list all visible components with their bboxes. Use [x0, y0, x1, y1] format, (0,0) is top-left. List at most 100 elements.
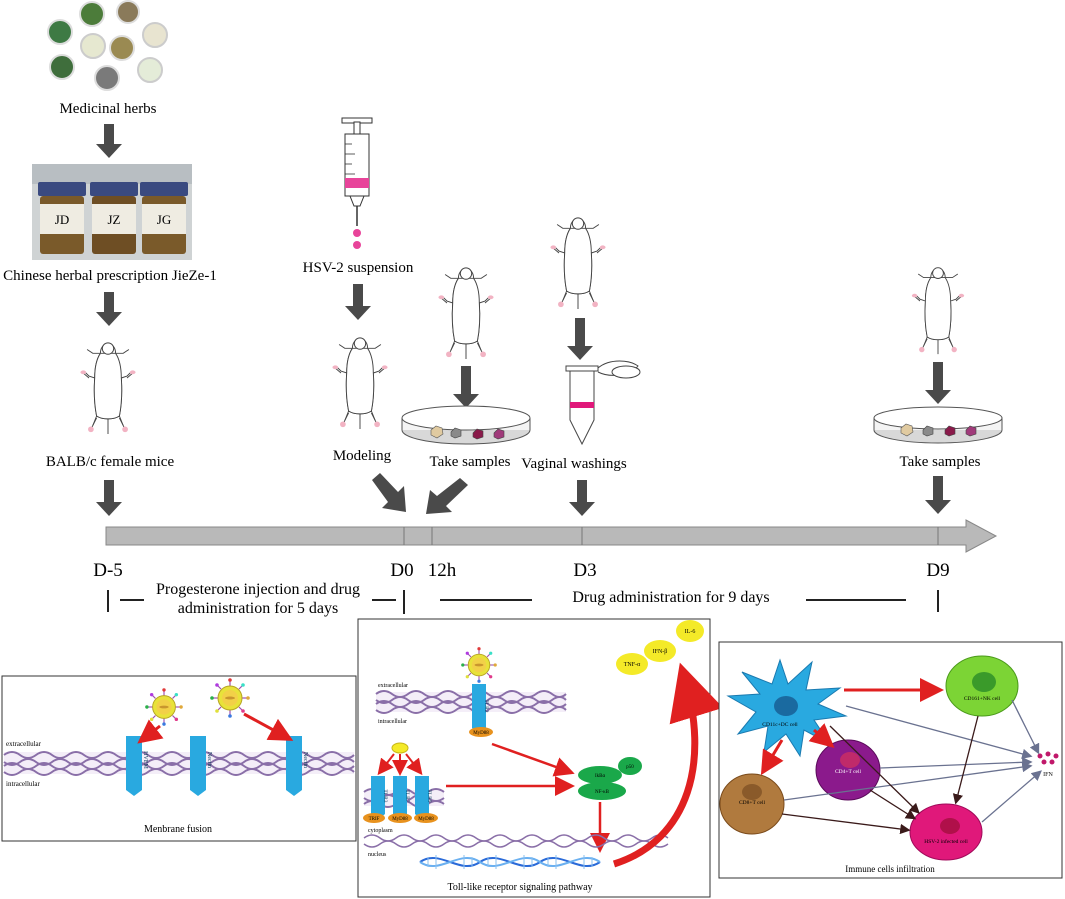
down-arrow-icon [96, 480, 122, 516]
intracellular-label: intracellular [6, 780, 40, 788]
dark-arrow [829, 725, 920, 814]
syringe-icon [341, 117, 373, 249]
grey-arrow [845, 705, 1033, 759]
diagonal-arrow-icon [372, 473, 406, 512]
adaptor-myd88 [469, 727, 493, 737]
receptor-tlr9: TLR9 [415, 776, 432, 820]
receptor-label: TLR2 [483, 699, 489, 712]
jar-icon: JZ [90, 182, 138, 254]
nuclear-membrane [363, 834, 669, 848]
virus-icon [210, 678, 250, 718]
adaptor-label: MyD88 [418, 817, 434, 822]
diagonal-arrow-icon [426, 478, 468, 514]
receptor-tlr2: TLR2 [472, 684, 489, 734]
tick-d9: D9 [926, 560, 949, 581]
red-arrow [405, 753, 423, 776]
adaptor-label: MyD88 [392, 817, 408, 822]
hsv-label: HSV-2 suspension [303, 260, 414, 276]
take-samples-12h-label: Take samples [429, 454, 510, 470]
nfkb-complex: IkBα p50 NF-κB [578, 757, 642, 800]
extracellular-label: extracellular [6, 740, 42, 748]
cd4-nucleus [840, 752, 860, 768]
petri-dish-icon [873, 406, 1003, 444]
nfkb-label: IkBα [595, 774, 606, 779]
membrane-caption: Menbrane fusion [144, 824, 212, 835]
herb-bowl-icon [94, 65, 120, 91]
immune-caption: Immune cells infiltration [845, 864, 935, 874]
modeling-label: Modeling [333, 448, 392, 464]
ifn-dots [1037, 751, 1059, 765]
down-arrow-icon [345, 284, 371, 320]
dna-icon [419, 855, 601, 869]
take-samples-d9-label: Take samples [899, 454, 980, 470]
jar-label: JZ [108, 212, 121, 227]
red-arrow [808, 723, 835, 748]
cell-label-infected: HSV-2 infected cell [924, 838, 968, 845]
mouse-icon [549, 217, 607, 310]
cell-label-nk: CD161+NK cell [964, 696, 1001, 702]
herb-bowl-icon [142, 22, 168, 48]
herb-bowl-icon [109, 35, 135, 61]
adaptor-myd88 [388, 813, 412, 823]
cd8-nucleus [742, 784, 762, 800]
vaginal-label: Vaginal washings [521, 456, 627, 472]
down-arrow-icon [96, 292, 122, 326]
herb-bowl-icon [47, 19, 73, 45]
down-arrow-icon [925, 476, 951, 514]
ligand-icon [391, 742, 409, 754]
extracellular-label: extracellular [378, 683, 408, 689]
dark-arrow [869, 789, 917, 820]
timeline-bar [105, 519, 998, 553]
cell-label-dc: CD11c+DC cell [762, 722, 798, 728]
cytokine-label: IFN-β [653, 649, 668, 655]
herb-bowls [47, 0, 168, 91]
nucleus-label: nucleus [368, 852, 387, 858]
membrane-panel: extracellular intracellular HVEM Nectin … [1, 675, 357, 842]
jar-icon: JG [140, 182, 188, 254]
cytokine-label: IL-6 [685, 629, 696, 635]
receptor-label: TLR7 [404, 789, 410, 802]
jar-photo: JD JZ JG [32, 164, 192, 260]
tick-d-5: D-5 [93, 560, 123, 581]
tlr-panel: extracellular intracellular TLR2 MyD88 T… [357, 618, 724, 898]
mouse-icon [331, 337, 389, 430]
herbs-label: Medicinal herbs [59, 101, 156, 117]
tube-icon [565, 360, 641, 446]
red-arrow [760, 739, 784, 776]
red-arrow [137, 719, 164, 744]
phase1-line2: administration for 5 days [178, 600, 338, 617]
down-arrow-icon [569, 480, 595, 516]
herb-bowl-icon [79, 1, 105, 27]
big-red-arrow [612, 662, 724, 868]
dc-nucleus [774, 696, 798, 716]
virus-icon [145, 688, 183, 726]
grey-arrow [879, 757, 1033, 769]
receptor-tlr7: TLR7 [393, 776, 410, 820]
herb-bowl-icon [137, 57, 163, 83]
tick-d0: D0 [390, 560, 413, 581]
cell-label-cd8: CD8+T cell [739, 800, 766, 806]
infected-nucleus [940, 818, 960, 834]
cytoplasm-label: cytoplasm [368, 828, 393, 834]
nfkb-label: NF-κB [595, 790, 610, 795]
down-arrow-icon [453, 366, 479, 408]
cell-label-cd4: CD4+T cell [835, 769, 862, 775]
cell-membrane [375, 690, 567, 714]
red-arrow [377, 753, 395, 776]
tick-d3: D3 [573, 560, 596, 581]
red-arrow [243, 712, 294, 741]
adaptor-label: TRIF [369, 817, 380, 822]
ifn-label: IFN [1043, 772, 1053, 778]
receptor-hvem: HVEM [126, 736, 148, 796]
mice-label: BALB/c female mice [46, 454, 175, 470]
virus-icon [461, 647, 497, 683]
intracellular-label: intracellular [378, 719, 407, 725]
jar-label: JD [55, 212, 69, 227]
adaptor-myd88 [414, 813, 438, 823]
nfkb-label: p50 [626, 765, 634, 770]
mouse-icon [437, 267, 495, 360]
down-arrow-icon [567, 318, 593, 360]
grey-arrow [1011, 699, 1040, 755]
herb-bowl-icon [116, 0, 140, 24]
